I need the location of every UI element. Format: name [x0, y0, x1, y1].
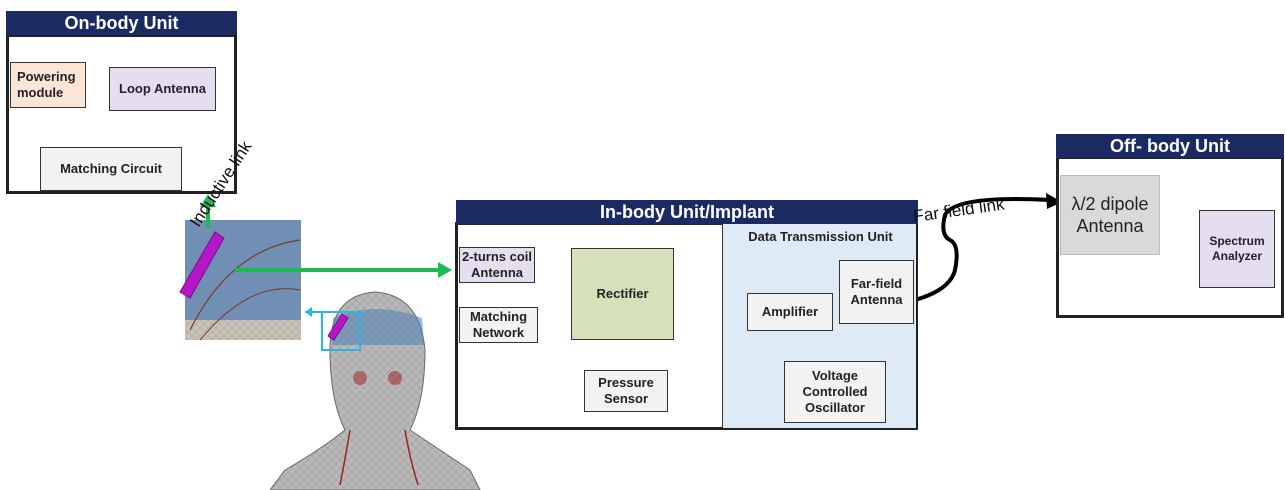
zoomed-head-crop — [185, 220, 301, 341]
implant-antenna-plate — [327, 313, 349, 341]
matching-network-block: Matching Network — [459, 307, 538, 343]
farfield-link-wave — [914, 197, 1051, 302]
pressure-sensor-block: Pressure Sensor — [584, 370, 668, 412]
dipole-antenna-block: λ/2 dipole Antenna — [1060, 175, 1160, 255]
amplifier-block: Amplifier — [747, 293, 833, 331]
head-wireframe — [269, 291, 481, 490]
farfield-antenna-block: Far-field Antenna — [839, 260, 914, 324]
powering-module-block: Powering module — [10, 62, 86, 108]
off-body-unit-title: Off- body Unit — [1056, 134, 1284, 158]
coil-antenna-block: 2-turns coil Antenna — [459, 247, 535, 283]
in-body-unit-title: In-body Unit/Implant — [456, 200, 918, 224]
matching-circuit-block: Matching Circuit — [40, 147, 182, 191]
green-arrows — [200, 194, 452, 278]
on-body-unit-title: On-body Unit — [6, 11, 237, 35]
vco-block: Voltage Controlled Oscillator — [784, 361, 886, 423]
spectrum-analyzer-block: Spectrum Analyzer — [1199, 210, 1275, 288]
callout-bracket — [321, 311, 361, 351]
loop-antenna-block: Loop Antenna — [109, 67, 216, 111]
dtu-title: Data Transmission Unit — [748, 229, 893, 244]
rectifier-block: Rectifier — [571, 248, 674, 340]
onbody-antenna-plate — [179, 231, 225, 299]
